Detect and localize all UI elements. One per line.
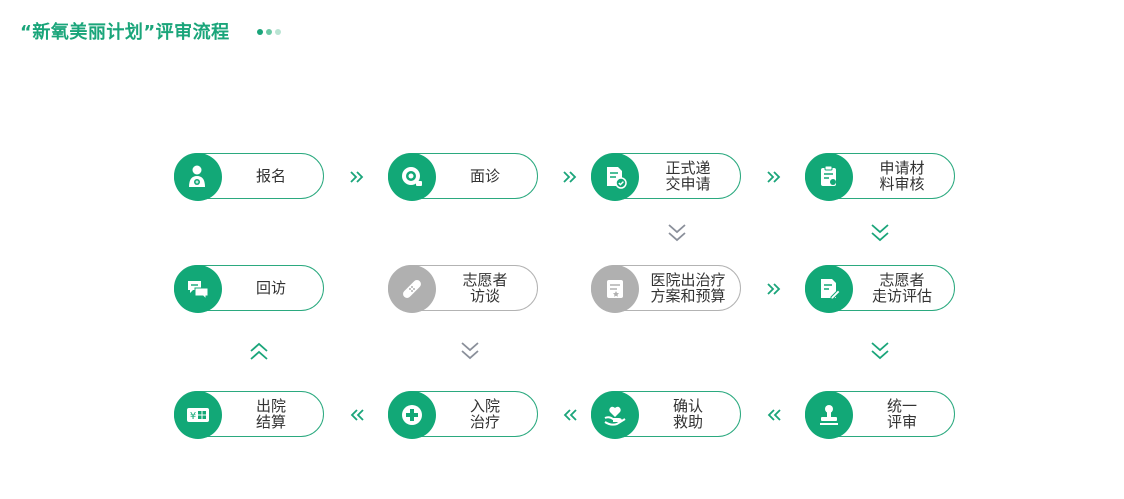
double-chevron-right-icon (765, 280, 783, 298)
step-follow-up: 回访 (174, 265, 324, 313)
step-label: 面诊 (469, 167, 500, 185)
step-review-materials: 申请材 料审核 (805, 153, 955, 201)
clipboard-icon (805, 153, 853, 201)
step-volunteer-visit: 志愿者 走访评估 (805, 265, 955, 313)
step-label: 回访 (255, 279, 286, 297)
step-label: 报名 (255, 167, 286, 185)
double-chevron-left-icon (765, 406, 783, 424)
step-register: 报名 (174, 153, 324, 201)
step-volunteer-talk: 志愿者 访谈 (388, 265, 538, 313)
step-label: 入院 治疗 (469, 397, 500, 431)
title-dot (257, 29, 263, 35)
medical-cross-icon (388, 391, 436, 439)
double-chevron-down-icon (666, 221, 688, 245)
double-chevron-down-icon (869, 339, 891, 363)
svg-text:¥: ¥ (190, 411, 196, 422)
step-label: 正式递 交申请 (665, 159, 711, 193)
step-label: 确认 救助 (672, 397, 703, 431)
double-chevron-right-icon (348, 168, 366, 186)
step-admission: 入院 治疗 (388, 391, 538, 439)
document-edit-icon (805, 265, 853, 313)
step-interview: 面诊 (388, 153, 538, 201)
step-label: 志愿者 走访评估 (871, 271, 932, 305)
chat-bubbles-icon (174, 265, 222, 313)
step-label: 出院 结算 (255, 397, 286, 431)
double-chevron-down-icon (869, 221, 891, 245)
document-check-icon (591, 153, 639, 201)
camera-icon (388, 153, 436, 201)
title-dot (266, 29, 272, 35)
title-dots-decoration (257, 29, 281, 35)
title-dot (275, 29, 281, 35)
step-hospital-plan: 医院出治疗 方案和预算 (591, 265, 741, 313)
bandage-icon (388, 265, 436, 313)
money-icon: ¥ (174, 391, 222, 439)
double-chevron-down-icon (459, 339, 481, 363)
double-chevron-left-icon (348, 406, 366, 424)
page-title: “新氧美丽计划”评审流程 (20, 22, 230, 43)
heart-hand-icon (591, 391, 639, 439)
step-unified-review: 统一 评审 (805, 391, 955, 439)
user-plus-icon (174, 153, 222, 201)
double-chevron-left-icon (561, 406, 579, 424)
stamp-icon (805, 391, 853, 439)
double-chevron-up-icon (248, 339, 270, 363)
step-label: 统一 评审 (886, 397, 917, 431)
step-label: 医院出治疗 方案和预算 (650, 271, 726, 305)
step-label: 申请材 料审核 (879, 159, 925, 193)
step-formal-submit: 正式递 交申请 (591, 153, 741, 201)
double-chevron-right-icon (765, 168, 783, 186)
step-label: 志愿者 访谈 (462, 271, 508, 305)
step-confirm-aid: 确认 救助 (591, 391, 741, 439)
document-star-icon (591, 265, 639, 313)
double-chevron-right-icon (561, 168, 579, 186)
step-discharge: ¥ 出院 结算 (174, 391, 324, 439)
